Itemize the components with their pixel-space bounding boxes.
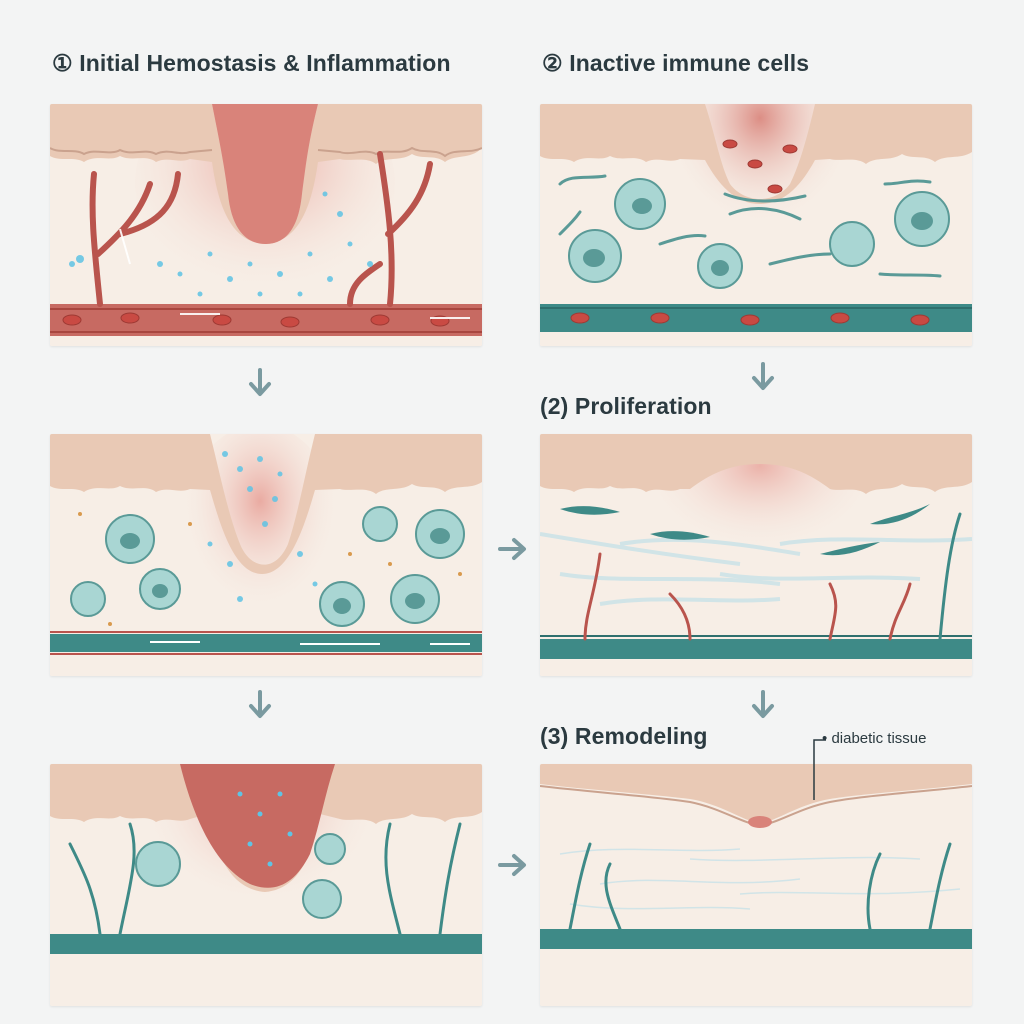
inflammation-cells-illustration [50, 434, 482, 676]
heading-initial-hemostasis: ① Initial Hemostasis & Inflammation [52, 50, 451, 77]
hemostasis-illustration [50, 104, 482, 346]
down-arrow-icon [748, 362, 778, 392]
heading-remodeling: (3) Remodeling [540, 723, 708, 750]
panel-remodeling [540, 764, 972, 1006]
right-arrow-icon [498, 534, 528, 564]
panel-inactive-immune-cells [540, 104, 972, 346]
wound-bottom-left-illustration [50, 764, 482, 974]
down-arrow-icon [245, 368, 275, 398]
panel-inflammation-cells [50, 434, 482, 676]
proliferation-illustration [540, 434, 972, 676]
heading-inactive-immune-cells: ② Inactive immune cells [542, 50, 809, 77]
inactive-immune-illustration [540, 104, 972, 346]
right-arrow-icon [498, 850, 528, 880]
panel-proliferation [540, 434, 972, 676]
down-arrow-icon [748, 690, 778, 720]
down-arrow-icon [245, 690, 275, 720]
annotation-label: diabetic tissue [831, 730, 926, 747]
remodeling-illustration [540, 764, 972, 974]
panel-wound-bottom-left [50, 764, 482, 1006]
annotation-leader-line [808, 734, 828, 804]
annotation-diabetic-tissue: • diabetic tissue [822, 730, 927, 747]
panel-hemostasis-inflammation [50, 104, 482, 346]
heading-proliferation: (2) Proliferation [540, 393, 712, 420]
